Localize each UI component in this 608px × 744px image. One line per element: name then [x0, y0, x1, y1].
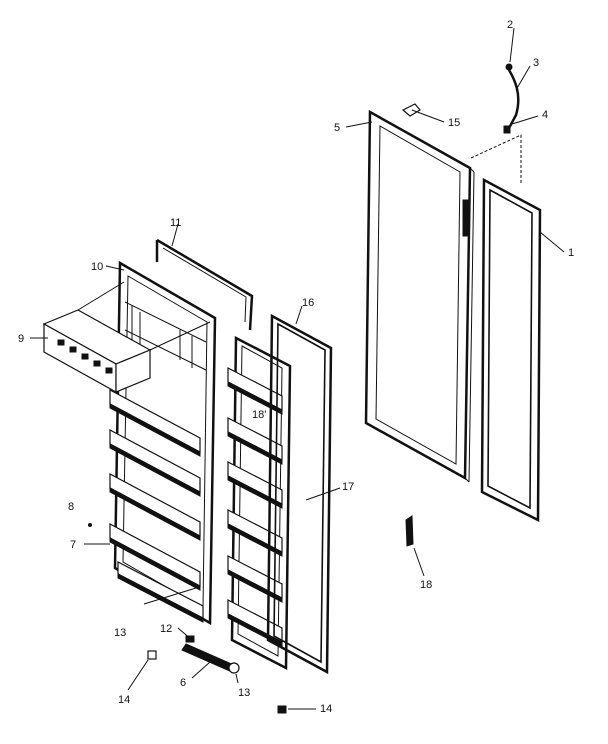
callout-10: 10 — [91, 261, 103, 273]
callout-14b: 14 — [320, 703, 332, 715]
door-gasket-part — [480, 177, 542, 523]
leader-lines — [30, 27, 565, 710]
bracket-part — [405, 515, 414, 547]
callout-8: 8 — [68, 501, 74, 513]
callout-11: 11 — [170, 217, 181, 229]
callout-14a: 14 — [118, 694, 130, 706]
handle-spring-part — [181, 635, 240, 674]
hinge-cable-part — [503, 63, 520, 134]
callout-13b: 13 — [238, 687, 250, 699]
liner-shelves — [109, 389, 204, 623]
callout-3: 3 — [533, 57, 539, 69]
callout-18: 18 — [420, 579, 432, 591]
callout-4: 4 — [542, 109, 548, 121]
callout-18-prime: 18' — [252, 409, 266, 421]
callout-2: 2 — [507, 19, 513, 31]
callout-6: 6 — [180, 677, 186, 689]
callout-5: 5 — [334, 122, 340, 134]
callout-16: 16 — [302, 297, 314, 309]
top-clip-part — [401, 103, 421, 117]
callout-13a: 13 — [114, 627, 126, 639]
alignment-line — [470, 134, 522, 185]
cap-part-b — [277, 705, 287, 714]
callout-7: 7 — [70, 539, 76, 551]
callout-1: 1 — [568, 247, 574, 259]
callout-9: 9 — [18, 333, 24, 345]
callout-12: 12 — [160, 623, 172, 635]
door-frame-part — [364, 109, 475, 483]
callout-labels: 2 3 4 1 5 15 11 10 9 16 18' 17 8 7 18 13… — [18, 19, 574, 715]
dairy-bin-part — [42, 281, 211, 394]
callout-17: 17 — [342, 481, 354, 493]
cap-part-a — [147, 650, 157, 660]
screw-dot — [88, 523, 92, 527]
callout-15: 15 — [448, 117, 460, 129]
back-panel-part — [155, 238, 254, 331]
door-seal-panel-part — [266, 313, 333, 675]
